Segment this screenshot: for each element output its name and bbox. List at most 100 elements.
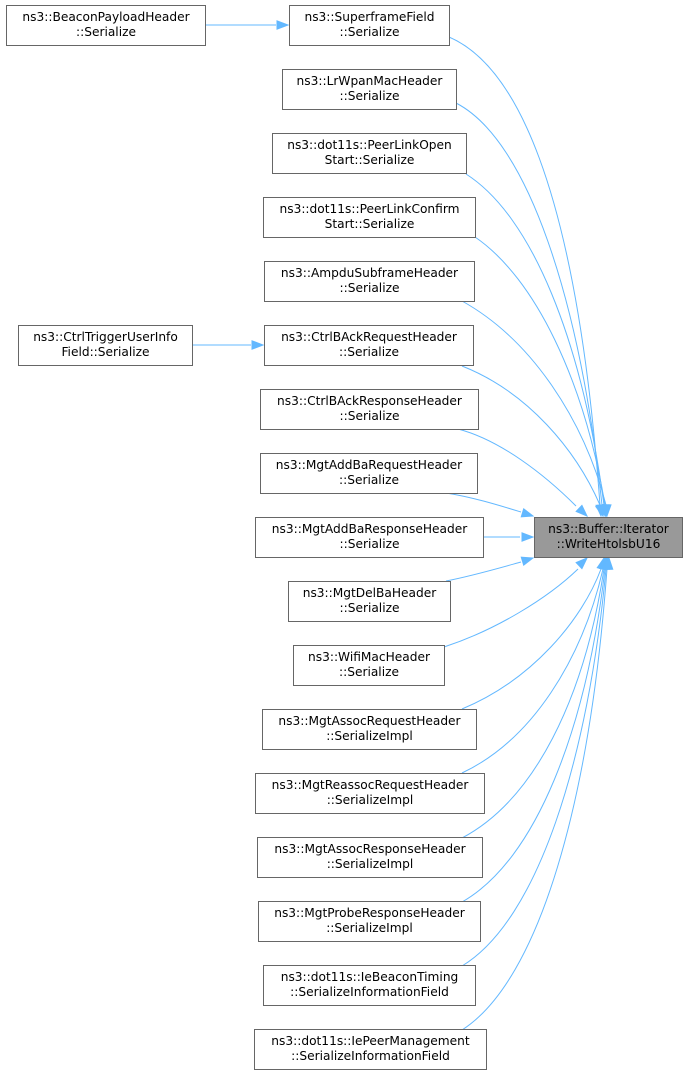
node-box (260, 389, 479, 430)
caller-node-n5[interactable]: ns3::dot11s::PeerLinkConfirmStart::Seria… (263, 197, 476, 238)
caller-node-n17[interactable]: ns3::MgtProbeResponseHeader::SerializeIm… (258, 901, 481, 942)
node-box (293, 645, 445, 686)
edge-n13-to-target (443, 557, 589, 648)
caller-node-n6[interactable]: ns3::AmpduSubframeHeader::Serialize (264, 261, 475, 302)
arrowhead-icon (575, 557, 589, 570)
node-box (262, 709, 477, 750)
node-label-line: Start::Serialize (325, 217, 415, 231)
caller-node-n19[interactable]: ns3::dot11s::IePeerManagement::Serialize… (254, 1029, 487, 1070)
edge-n19-to-target (461, 556, 614, 1031)
edge-line (461, 568, 604, 774)
node-box (282, 69, 457, 110)
caller-node-n13[interactable]: ns3::WifiMacHeader::Serialize (293, 645, 445, 686)
node-label-line: ns3::MgtReassocRequestHeader (272, 778, 470, 792)
edge-n4-to-target (465, 173, 610, 518)
node-label-line: Start::Serialize (325, 153, 415, 167)
node-label-line: ::SerializeInformationField (291, 1049, 450, 1063)
edge-n15-to-target (461, 556, 609, 774)
caller-node-n16[interactable]: ns3::MgtAssocResponseHeader::SerializeIm… (257, 837, 483, 878)
node-label-line: ::SerializeInformationField (290, 985, 449, 999)
caller-node-n15[interactable]: ns3::MgtReassocRequestHeader::SerializeI… (255, 773, 485, 814)
caller-node-n14[interactable]: ns3::MgtAssocRequestHeader::SerializeImp… (262, 709, 477, 750)
node-label-line: ::Serialize (340, 537, 400, 551)
edge-line (461, 365, 601, 506)
node-box (289, 5, 450, 46)
node-label-line: ::Serialize (340, 281, 400, 295)
caller-node-n3[interactable]: ns3::LrWpanMacHeader::Serialize (282, 69, 457, 110)
edge-line (461, 568, 607, 967)
node-box (255, 773, 485, 814)
edge-line (457, 428, 577, 507)
node-label-line: ::SerializeImpl (327, 793, 414, 807)
node-label-line: ns3::CtrlBAckResponseHeader (277, 394, 463, 408)
arrowhead-icon (251, 340, 265, 350)
node-label-line: ns3::CtrlBAckRequestHeader (281, 330, 458, 344)
edge-line (461, 568, 605, 839)
caller-node-n7[interactable]: ns3::CtrlBAckRequestHeader::Serialize (264, 325, 474, 366)
edge-line (461, 568, 608, 1031)
caller-node-n4[interactable]: ns3::dot11s::PeerLinkOpenStart::Serializ… (272, 133, 467, 174)
node-label-line: ns3::dot11s::IePeerManagement (271, 1034, 470, 1048)
node-label-line: ::SerializeImpl (326, 729, 413, 743)
node-box (255, 517, 484, 558)
node-label-line: ::WriteHtolsbU16 (557, 537, 661, 551)
caller-node-n9[interactable]: ns3::CtrlBAckResponseHeader::Serialize (260, 389, 479, 430)
node-label-line: ns3::BeaconPayloadHeader (22, 10, 190, 24)
caller-node-n2[interactable]: ns3::BeaconPayloadHeader::Serialize (6, 5, 206, 46)
edge-n11-to-target (483, 532, 535, 542)
caller-node-n18[interactable]: ns3::dot11s::IeBeaconTiming::SerializeIn… (263, 965, 476, 1006)
node-label-line: Field::Serialize (61, 345, 149, 359)
node-box (534, 517, 683, 558)
node-label-line: ns3::MgtProbeResponseHeader (274, 906, 466, 920)
caller-node-n10[interactable]: ns3::MgtAddBaRequestHeader::Serialize (260, 453, 478, 494)
node-label-line: ::Serialize (340, 409, 400, 423)
edge-line (461, 568, 602, 710)
edge-n18-to-target (461, 556, 613, 967)
node-label-line: ns3::dot11s::IeBeaconTiming (281, 970, 459, 984)
node-box (272, 133, 467, 174)
edge-line (465, 173, 605, 506)
edge-n6-to-target (461, 300, 612, 518)
node-label-line: ns3::MgtAddBaRequestHeader (276, 458, 463, 472)
arrowhead-icon (520, 507, 535, 518)
node-label-line: ::Serialize (339, 345, 399, 359)
edge-n5-to-target (474, 236, 611, 518)
edge-line (445, 492, 522, 513)
node-box (264, 325, 474, 366)
edge-n10-to-target (445, 492, 535, 518)
edge-n12-to-target (445, 556, 535, 582)
arrowhead-icon (276, 20, 290, 30)
caller-node-n1[interactable]: ns3::SuperframeField::Serialize (289, 5, 450, 46)
node-box (264, 261, 475, 302)
node-label-line: ns3::Buffer::Iterator (548, 522, 670, 536)
node-box (263, 965, 476, 1006)
edge-line (443, 568, 579, 648)
edge-n9-to-target (457, 428, 589, 517)
edge-n2-to-n1 (205, 20, 290, 30)
target-node[interactable]: ns3::Buffer::Iterator::WriteHtolsbU16 (534, 517, 683, 558)
node-box (288, 581, 451, 622)
edges-layer (192, 20, 614, 1031)
arrowhead-icon (601, 504, 612, 518)
node-label-line: ::Serialize (76, 25, 136, 39)
node-label-line: ns3::LrWpanMacHeader (297, 74, 444, 88)
arrowhead-icon (594, 503, 605, 518)
node-label-line: ns3::WifiMacHeader (308, 650, 431, 664)
edge-line (448, 36, 601, 506)
node-box (18, 325, 193, 366)
edge-n3-to-target (455, 102, 608, 518)
node-label-line: ns3::dot11s::PeerLinkOpen (287, 138, 452, 152)
edge-n8-to-n7 (192, 340, 265, 350)
caller-node-n11[interactable]: ns3::MgtAddBaResponseHeader::Serialize (255, 517, 484, 558)
nodes-layer: ns3::SuperframeField::Serialize ns3::Beac… (6, 5, 683, 1070)
edge-line (455, 102, 603, 506)
arrowhead-icon (575, 504, 589, 517)
node-label-line: ns3::MgtAssocResponseHeader (274, 842, 466, 856)
node-label-line: ::Serialize (340, 89, 400, 103)
arrowhead-icon (603, 556, 614, 570)
node-label-line: ns3::CtrlTriggerUserInfo (33, 330, 178, 344)
caller-node-n12[interactable]: ns3::MgtDelBaHeader::Serialize (288, 581, 451, 622)
edge-line (474, 236, 606, 506)
